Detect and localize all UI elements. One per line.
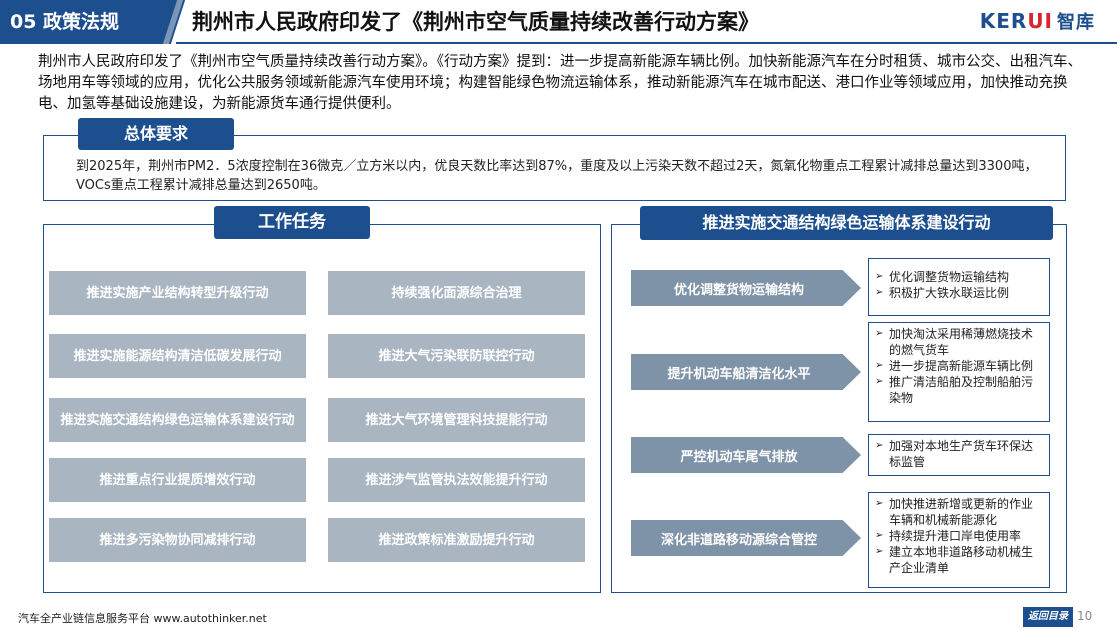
task-item: 推进大气污染联防联控行动 [328,334,585,378]
arrow-bullet-icon: ➢ [875,360,884,371]
back-to-contents-button[interactable]: 返回目录 [1023,607,1073,627]
bullet-item: ➢持续提升港口岸电使用率 [875,529,1022,543]
transport-row-title: 严控机动车尾气排放 [631,437,861,473]
page-number: 10 [1077,609,1093,623]
requirement-box [43,135,1066,201]
bullet-item: ➢优化调整货物运输结构 [875,270,1010,284]
bullet-item: ➢建立本地非道路移动机械生产企业清单 [875,545,1034,575]
task-item: 推进实施产业结构转型升级行动 [49,271,306,315]
task-item: 持续强化面源综合治理 [328,271,585,315]
transport-row-title: 提升机动车船清洁化水平 [631,354,861,390]
tasks-label: 工作任务 [214,206,370,239]
requirement-text: 到2025年，荆州市PM2．5浓度控制在36微克／立方米以内，优良天数比率达到8… [76,159,1038,193]
footer-platform: 汽车全产业链信息服务平台 www.autothinker.net [18,612,267,625]
transport-bullets: ➢优化调整货物运输结构 ➢积极扩大铁水联运比例 [868,258,1050,316]
arrow-bullet-icon: ➢ [875,498,884,509]
transport-row-title: 深化非道路移动源综合管控 [631,520,861,556]
arrow-bullet-icon: ➢ [875,376,884,387]
task-item: 推进政策标准激励提升行动 [328,518,585,562]
transport-bullets: ➢加强对本地生产货车环保达标监管 [868,434,1050,476]
arrow-bullet-icon: ➢ [875,440,884,451]
bullet-item: ➢加快淘汰采用稀薄燃烧技术的燃气货车 [875,327,1034,357]
arrow-bullet-icon: ➢ [875,271,884,282]
task-item: 推进实施交通结构绿色运输体系建设行动 [49,398,306,442]
task-item: 推进大气环境管理科技提能行动 [328,398,585,442]
bullet-item: ➢加强对本地生产货车环保达标监管 [875,439,1034,469]
task-item: 推进重点行业提质增效行动 [49,458,306,502]
arrow-bullet-icon: ➢ [875,287,884,298]
intro-paragraph: 荆州市人民政府印发了《荆州市空气质量持续改善行动方案》。《行动方案》提到：进一步… [38,54,1082,112]
transport-row-title: 优化调整货物运输结构 [631,270,861,306]
requirement-label: 总体要求 [78,118,234,150]
task-item: 推进多污染物协同减排行动 [49,518,306,562]
transport-label: 推进实施交通结构绿色运输体系建设行动 [640,206,1053,240]
bullet-item: ➢加快推进新增或更新的作业车辆和机械新能源化 [875,497,1034,527]
section-tag: 05 政策法规 [0,0,162,44]
arrow-bullet-icon: ➢ [875,530,884,541]
bullet-item: ➢积极扩大铁水联运比例 [875,286,1010,300]
task-item: 推进涉气监管执法效能提升行动 [328,458,585,502]
header-divider [176,42,1117,44]
transport-bullets: ➢加快淘汰采用稀薄燃烧技术的燃气货车 ➢进一步提高新能源车辆比例 ➢推广清洁船舶… [868,322,1050,422]
arrow-bullet-icon: ➢ [875,546,884,557]
bullet-item: ➢推广清洁船舶及控制船舶污染物 [875,375,1034,405]
transport-bullets: ➢加快推进新增或更新的作业车辆和机械新能源化 ➢持续提升港口岸电使用率 ➢建立本… [868,492,1050,588]
page-title: 荆州市人民政府印发了《荆州市空气质量持续改善行动方案》 [192,10,759,34]
bullet-item: ➢进一步提高新能源车辆比例 [875,359,1034,373]
task-item: 推进实施能源结构清洁低碳发展行动 [49,334,306,378]
arrow-bullet-icon: ➢ [875,328,884,339]
